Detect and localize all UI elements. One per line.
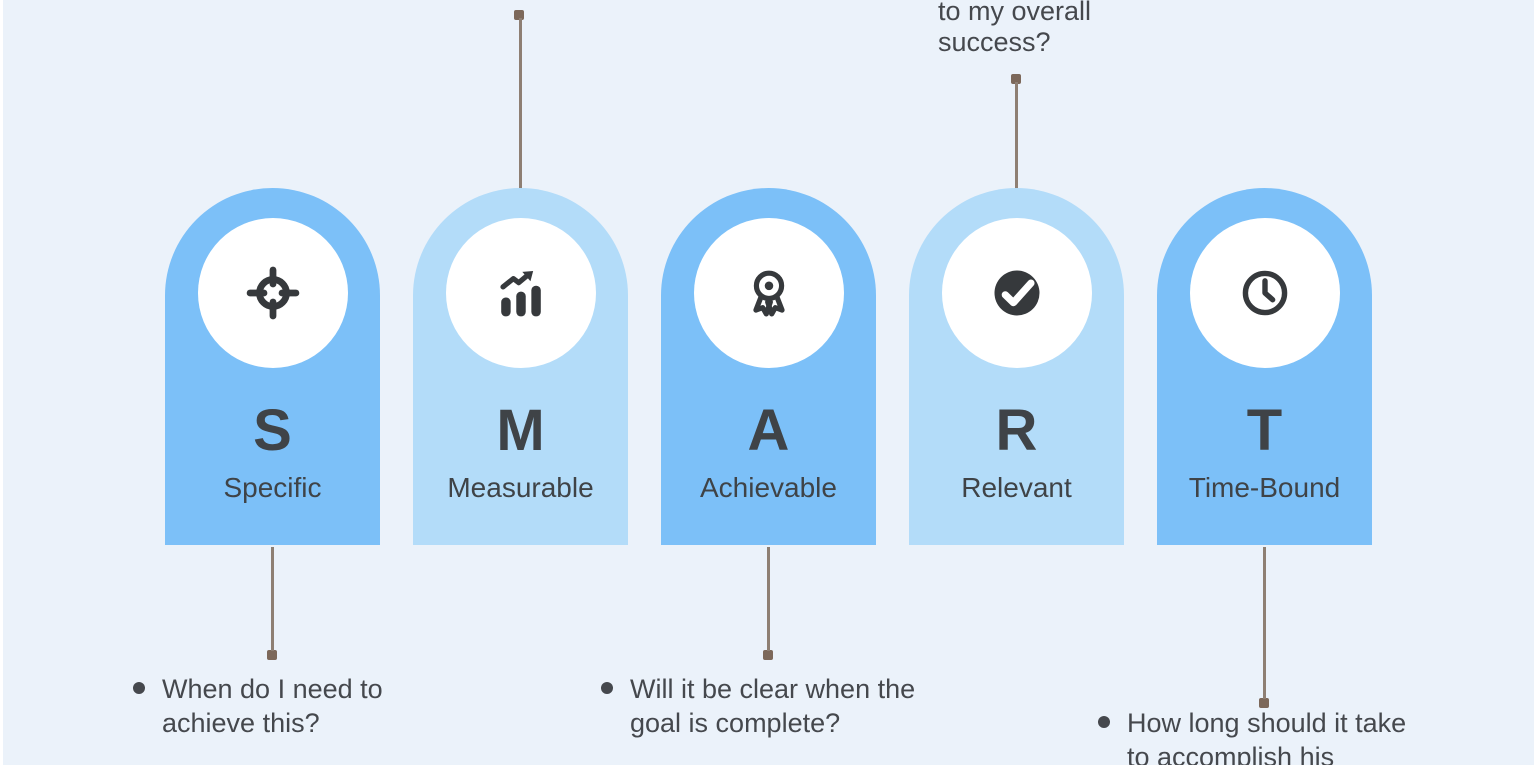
card-measurable: M Measurable	[413, 188, 628, 545]
card-letter: T	[1246, 398, 1283, 463]
connector-line-specific	[271, 547, 274, 651]
connector-line-relevant	[1015, 82, 1018, 189]
note-relevant-question: to my overall success?	[938, 0, 1092, 57]
connector-dot-timebound	[1259, 698, 1269, 708]
bar-chart-icon	[499, 270, 541, 317]
icon-circle-achievable	[693, 218, 844, 368]
edge-trim-bottom	[0, 765, 1540, 770]
note-timebound-question: How long should it take to accomplish hi…	[1098, 706, 1498, 770]
connector-line-achievable	[767, 547, 770, 651]
note-text: Will it be clear when the goal is comple…	[630, 674, 916, 738]
note-specific-question: When do I need to achieve this?	[133, 672, 463, 740]
connector-line-timebound	[1263, 547, 1266, 699]
smart-card-row: S Specific M Measurable	[165, 188, 1372, 545]
clock-icon	[1242, 270, 1287, 316]
card-timebound: T Time-Bound	[1157, 188, 1372, 545]
icon-circle-specific	[197, 218, 348, 368]
award-ribbon-icon	[752, 270, 785, 317]
bullet-icon	[133, 682, 145, 694]
card-letter: R	[995, 398, 1038, 463]
bullet-icon	[1098, 716, 1110, 728]
connector-dot-achievable	[763, 650, 773, 660]
edge-trim-right	[1534, 0, 1540, 770]
note-text: How long should it take to accomplish hi…	[1127, 708, 1407, 770]
icon-circle-relevant	[941, 218, 1092, 368]
connector-dot-specific	[267, 650, 277, 660]
card-achievable: A Achievable	[661, 188, 876, 545]
card-label: Relevant	[961, 472, 1072, 503]
connector-dot-measurable	[514, 10, 524, 20]
note-achievable-question: Will it be clear when the goal is comple…	[601, 672, 1001, 740]
card-label: Achievable	[700, 472, 837, 503]
note-text: When do I need to achieve this?	[162, 674, 383, 738]
card-label: Measurable	[447, 472, 594, 503]
edge-trim-left	[0, 0, 3, 770]
card-label: Time-Bound	[1188, 472, 1341, 503]
card-letter: A	[747, 398, 790, 463]
bullet-icon	[601, 682, 613, 694]
target-icon	[246, 266, 299, 320]
connector-line-measurable	[519, 18, 522, 189]
check-circle-icon	[994, 270, 1039, 316]
icon-circle-measurable	[445, 218, 596, 368]
connector-dot-relevant	[1011, 74, 1021, 84]
card-letter: M	[496, 398, 545, 463]
icon-circle-timebound	[1189, 218, 1340, 368]
card-letter: S	[253, 398, 292, 463]
card-specific: S Specific	[165, 188, 380, 545]
card-label: Specific	[223, 472, 322, 503]
card-relevant: R Relevant	[909, 188, 1124, 545]
